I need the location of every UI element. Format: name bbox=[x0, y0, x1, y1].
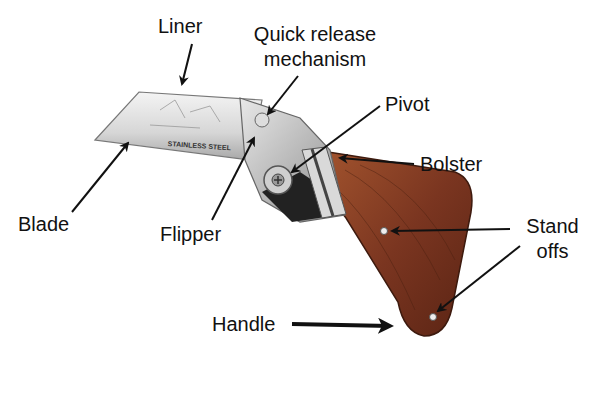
blade-print: STAINLESS STEEL bbox=[167, 140, 231, 152]
part-label: Quick release mechanism bbox=[240, 22, 390, 72]
part-label: Bolster bbox=[420, 152, 510, 177]
quick-release-button bbox=[255, 113, 269, 127]
leader-arrow bbox=[72, 143, 128, 212]
liner-body bbox=[240, 98, 345, 222]
part-label: Liner bbox=[158, 14, 218, 39]
wood-handle bbox=[328, 152, 472, 336]
stand-off-pin bbox=[430, 314, 437, 321]
leader-arrow bbox=[292, 324, 390, 326]
bolster-shape bbox=[302, 147, 346, 218]
part-label: Blade bbox=[18, 212, 88, 237]
leader-arrow bbox=[340, 158, 414, 164]
pivot-screw-inner bbox=[272, 174, 284, 186]
leader-arrow bbox=[292, 106, 380, 172]
pivot-screw bbox=[264, 166, 292, 194]
part-label: Stand offs bbox=[515, 214, 590, 264]
leader-arrow bbox=[268, 76, 298, 114]
pivot-screw-cross bbox=[274, 176, 282, 184]
bolster-stripe bbox=[312, 149, 333, 216]
leader-arrow bbox=[182, 44, 192, 84]
stand-off-pin bbox=[381, 228, 388, 235]
leader-arrow bbox=[392, 229, 510, 231]
leader-arrow bbox=[438, 246, 520, 311]
blade-shape bbox=[95, 92, 262, 160]
blade-etching bbox=[150, 100, 220, 128]
part-label: Pivot bbox=[385, 92, 455, 117]
wood-grain bbox=[338, 165, 455, 310]
part-label: Flipper bbox=[160, 222, 240, 247]
part-label: Handle bbox=[212, 312, 292, 337]
